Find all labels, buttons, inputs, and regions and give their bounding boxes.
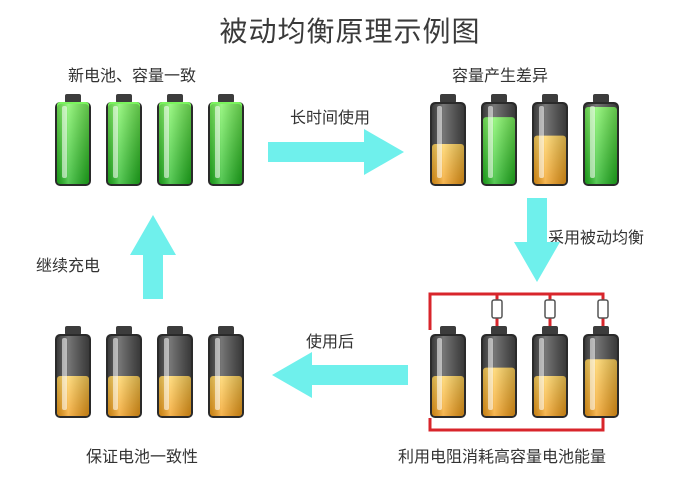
arrow-label-passive: 采用被动均衡 xyxy=(548,228,645,247)
battery-diff-2 xyxy=(478,92,520,190)
battery-group-balance xyxy=(427,324,622,422)
battery-diff-3 xyxy=(529,92,571,190)
battery-new-3 xyxy=(154,92,196,190)
arrow-label-after-use: 使用后 xyxy=(306,332,355,351)
resistor-3 xyxy=(597,299,609,319)
resistor-1 xyxy=(491,299,503,319)
battery-group-new xyxy=(52,92,247,190)
battery-balance-1 xyxy=(427,324,469,422)
stage-label-new: 新电池、容量一致 xyxy=(68,66,197,85)
battery-balance-2 xyxy=(478,324,520,422)
stage-label-balance: 利用电阻消耗高容量电池能量 xyxy=(398,447,607,466)
arrow-label-long-use: 长时间使用 xyxy=(290,108,371,127)
resistor-2 xyxy=(544,299,556,319)
battery-consistent-4 xyxy=(205,324,247,422)
stage-label-diff: 容量产生差异 xyxy=(452,66,549,85)
right-arrow xyxy=(268,129,404,175)
battery-consistent-2 xyxy=(103,324,145,422)
battery-diff-1 xyxy=(427,92,469,190)
battery-diff-4 xyxy=(580,92,622,190)
stage-label-consistent: 保证电池一致性 xyxy=(86,447,199,466)
battery-balance-3 xyxy=(529,324,571,422)
battery-new-4 xyxy=(205,92,247,190)
battery-new-2 xyxy=(103,92,145,190)
battery-consistent-1 xyxy=(52,324,94,422)
left-arrow xyxy=(272,352,408,398)
battery-group-consistent xyxy=(52,324,247,422)
page-title: 被动均衡原理示例图 xyxy=(219,15,481,48)
battery-consistent-3 xyxy=(154,324,196,422)
battery-new-1 xyxy=(52,92,94,190)
arrow-label-charge: 继续充电 xyxy=(36,256,101,275)
up-arrow xyxy=(130,215,176,299)
down-arrow xyxy=(514,198,560,282)
battery-group-diff xyxy=(427,92,622,190)
battery-balance-4 xyxy=(580,324,622,422)
